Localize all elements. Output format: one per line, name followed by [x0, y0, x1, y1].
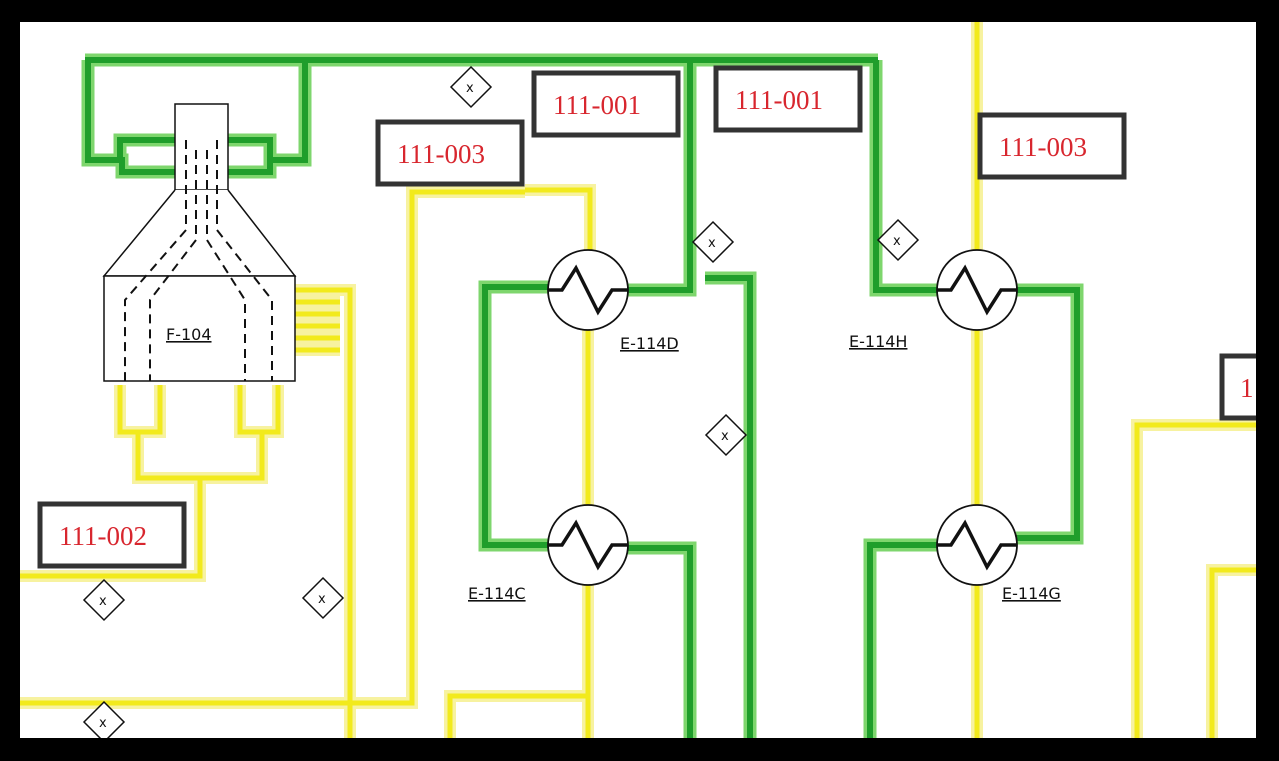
furnace-firebox [103, 275, 296, 382]
exchanger-e114d [547, 249, 629, 331]
svg-text:x: x [99, 594, 107, 609]
valve-diamond-icon [691, 220, 735, 264]
exchanger-e114g-coil [937, 519, 1017, 571]
svg-text:x: x [99, 716, 107, 731]
svg-text:x: x [893, 234, 901, 249]
valve-diamond-e114d: x [691, 220, 735, 264]
exchanger-e114h [936, 249, 1018, 331]
label-e114h: E-114H [849, 332, 907, 351]
valve-diamond-return: x [704, 413, 748, 457]
valve-diamond-header: x [449, 65, 493, 109]
valve-diamond-icon [82, 578, 126, 622]
valve-diamond-icon [876, 218, 920, 262]
exchanger-e114h-coil [937, 264, 1017, 316]
exchanger-e114c-coil [548, 519, 628, 571]
exchanger-e114c [547, 504, 629, 586]
furnace-f104 [102, 103, 297, 382]
svg-text:111-001: 111-001 [553, 90, 641, 120]
tag-111-001-right: 111-001 [713, 65, 863, 133]
furnace-stack [174, 103, 229, 191]
valve-diamond-111-002: x [82, 578, 126, 622]
valve-diamond-e114h: x [876, 218, 920, 262]
svg-text:111-003: 111-003 [999, 132, 1087, 162]
svg-text:111-001: 111-001 [735, 85, 823, 115]
tag-partial-right-edge: 1 [1219, 353, 1256, 421]
exchanger-e114d-coil [548, 264, 628, 316]
valve-diamond-icon [82, 700, 126, 738]
label-f104: F-104 [166, 325, 212, 344]
exchanger-e114g [936, 504, 1018, 586]
svg-text:111-002: 111-002 [59, 521, 147, 551]
tag-111-002: 111-002 [37, 501, 187, 569]
valve-diamond-icon [449, 65, 493, 109]
valve-diamond-icon [301, 576, 345, 620]
svg-text:x: x [708, 236, 716, 251]
label-e114c: E-114C [468, 584, 526, 603]
svg-text:1: 1 [1240, 373, 1254, 403]
label-e114g: E-114G [1002, 584, 1061, 603]
svg-text:x: x [318, 592, 326, 607]
valve-diamond-side: x [301, 576, 345, 620]
valve-diamond-bottom: x [82, 700, 126, 738]
valve-diamond-icon [704, 413, 748, 457]
svg-text:x: x [466, 81, 474, 96]
tag-111-003-left: 111-003 [375, 119, 525, 187]
tag-111-003-right: 111-003 [977, 112, 1127, 180]
svg-text:x: x [721, 429, 729, 444]
tag-111-001-left: 111-001 [531, 70, 681, 138]
svg-text:111-003: 111-003 [397, 139, 485, 169]
label-e114d: E-114D [620, 334, 679, 353]
